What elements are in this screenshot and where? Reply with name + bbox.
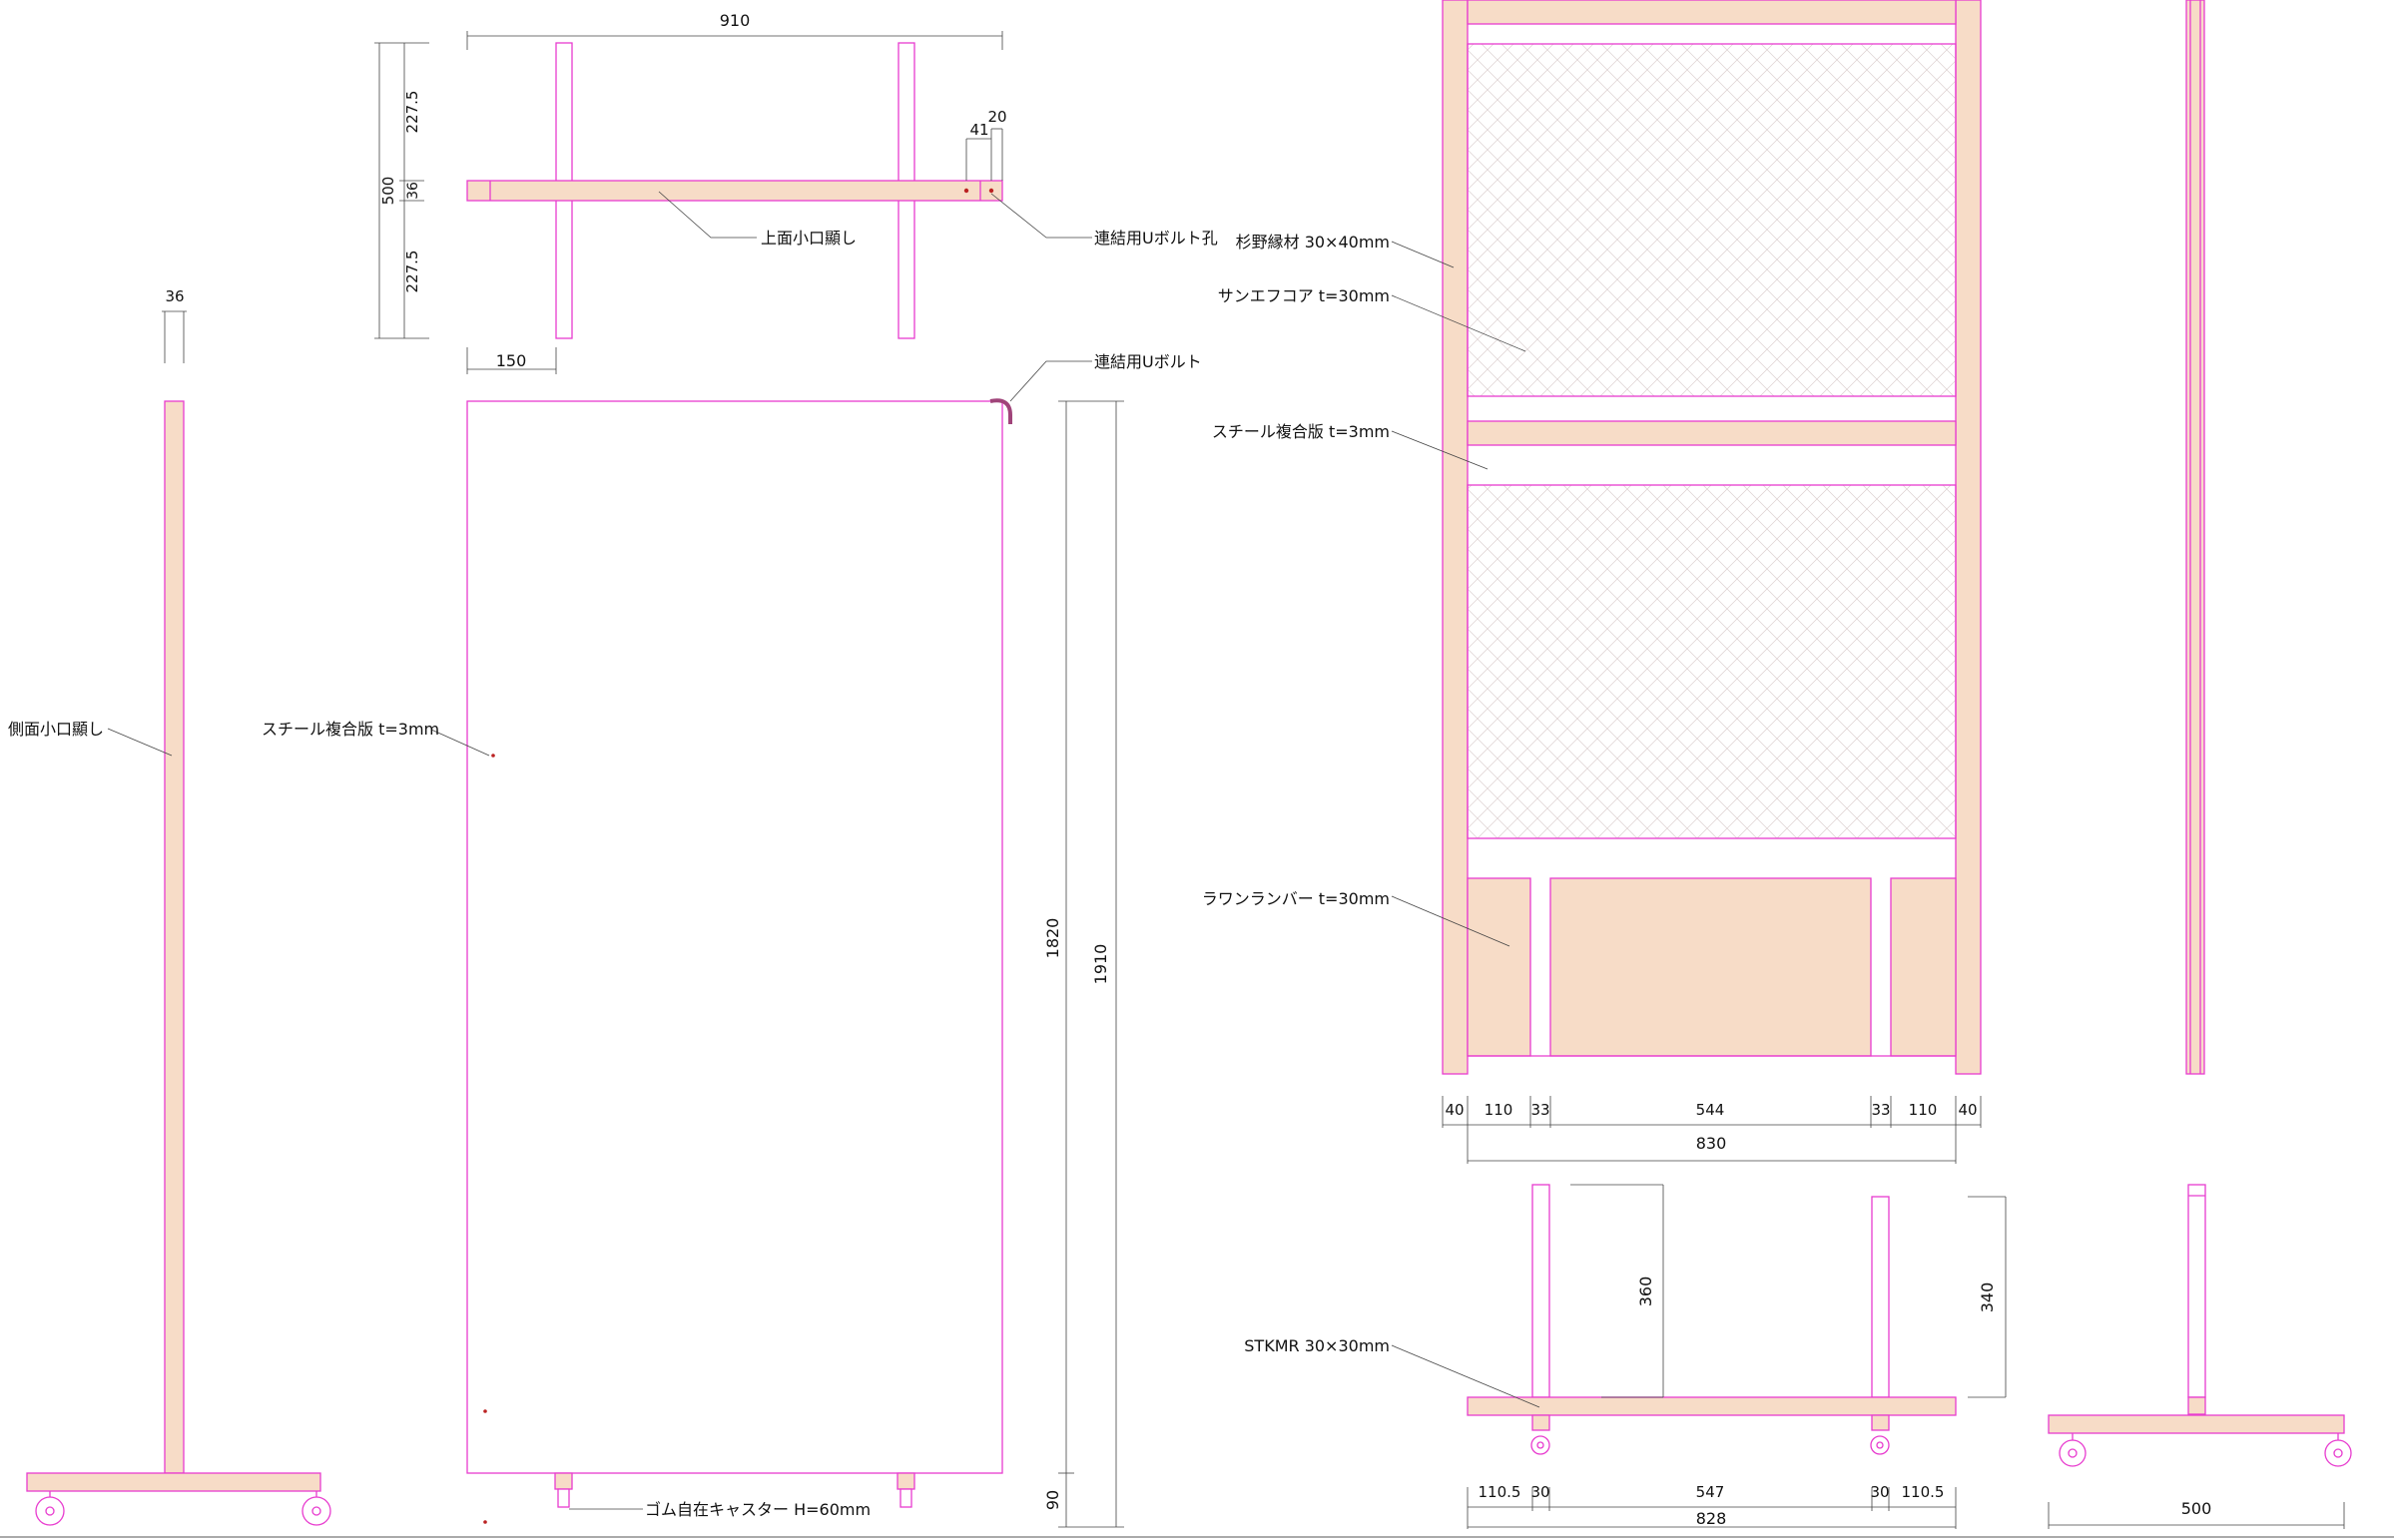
base-beam: [1467, 1396, 1957, 1416]
label-side-edge: 側面小口顯し: [8, 720, 104, 739]
lauan-block-center: [1549, 877, 1872, 1057]
dim-frame-w4: 33: [1871, 1101, 1890, 1119]
dim-caster-height: 90: [1043, 1490, 1062, 1510]
base-side-post: [2187, 1184, 2206, 1398]
base-side-caster-left: [2059, 1439, 2087, 1467]
base-side-caster-right: [2324, 1439, 2352, 1467]
frame-side-panel: [2185, 0, 2205, 1075]
dim-base-w3: 30: [1870, 1483, 1889, 1501]
front-view-dimensions: [430, 360, 1124, 1528]
base-side-view: [2048, 1184, 2352, 1467]
top-panel-plan: [466, 180, 1003, 202]
lauan-block-right: [1890, 877, 1957, 1057]
label-core: サンエフコア t=30mm: [1218, 286, 1390, 305]
dim-panel-height: 1820: [1043, 918, 1062, 959]
top-view-dimensions: [374, 31, 1092, 374]
frame-top-rail: [1467, 0, 1957, 25]
base-post-right: [1871, 1196, 1890, 1398]
dim-frame-inner: 830: [1696, 1134, 1727, 1153]
dim-base-w0: 110.5: [1479, 1483, 1521, 1501]
base-caster-right: [1870, 1435, 1890, 1455]
dim-base-side-depth: 500: [2181, 1499, 2212, 1518]
dim-frame-w3: 544: [1696, 1101, 1725, 1119]
base-side-beam: [2048, 1414, 2345, 1434]
caster-wheel-left: [35, 1496, 65, 1526]
u-bolt-shape: [989, 398, 1012, 424]
top-view: [466, 42, 1003, 339]
label-u-bolt: 連結用Uボルト: [1094, 352, 1202, 371]
core-panel-upper: [1467, 43, 1957, 397]
label-bolt-hole: 連結用Uボルト孔: [1094, 229, 1218, 248]
bolt-hole-dot-1: [963, 188, 969, 194]
base-view: [1467, 1184, 1957, 1455]
dim-post-left-height: 360: [1636, 1277, 1655, 1307]
caster-left-mount: [554, 1472, 573, 1490]
dim-frame-w6: 40: [1958, 1101, 1977, 1119]
label-front-steel: スチール複合版 t=3mm: [262, 720, 439, 739]
side-thickness-dimension: [162, 310, 187, 363]
side-thickness-label: 36: [165, 287, 184, 305]
bolt-hole-dot-2: [988, 188, 994, 194]
dim-base-total: 828: [1696, 1509, 1727, 1528]
lauan-block-left: [1467, 877, 1531, 1057]
label-caster: ゴム自在キャスター H=60mm: [645, 1500, 871, 1519]
dim-depth-total: 500: [379, 177, 397, 206]
label-stkmr: STKMR 30×30mm: [1244, 1336, 1390, 1355]
frame-mid-rail: [1467, 420, 1957, 446]
caster-wheel-right: [301, 1496, 331, 1526]
leader-side-edge: [107, 728, 173, 757]
dim-frame-w5: 110: [1909, 1101, 1938, 1119]
front-view: [466, 400, 1003, 1508]
label-top-edge: 上面小口顯し: [761, 229, 857, 248]
base-caster-left: [1530, 1435, 1550, 1455]
dim-frame-w0: 40: [1445, 1101, 1464, 1119]
caster-right-mount: [897, 1472, 915, 1490]
frame-view-dimensions: [1391, 241, 1982, 1164]
dim-frame-w1: 110: [1485, 1101, 1513, 1119]
dim-total-height: 1910: [1091, 944, 1110, 985]
dim-base-w4: 110.5: [1902, 1483, 1945, 1501]
base-view-dimensions: [1391, 1184, 2007, 1529]
caster-right-wheel: [899, 1488, 912, 1508]
caster-left-wheel: [557, 1488, 570, 1508]
dim-depth-back: 227.5: [403, 251, 421, 293]
label-cedar: 杉野縁材 30×40mm: [1236, 233, 1390, 252]
side-view: [26, 400, 331, 1526]
dim-frame-w2: 33: [1530, 1101, 1549, 1119]
label-frame-steel: スチール複合版 t=3mm: [1212, 422, 1390, 441]
dim-base-w2: 547: [1696, 1483, 1725, 1501]
dim-20: 20: [987, 108, 1006, 126]
side-base-bar: [26, 1472, 321, 1492]
dim-leg-offset: 150: [496, 351, 527, 370]
dim-41: 41: [969, 121, 988, 139]
frame-view: [1442, 0, 1982, 1075]
core-panel-lower: [1467, 484, 1957, 839]
frame-stile-left: [1442, 0, 1469, 1075]
base-post-left: [1531, 1184, 1550, 1398]
front-panel: [466, 400, 1003, 1474]
dim-post-right-height: 340: [1978, 1283, 1997, 1313]
label-lauan: ラワンランバー t=30mm: [1202, 889, 1390, 908]
base-side-dimensions: [2048, 1502, 2345, 1529]
dim-thickness: 36: [405, 182, 421, 200]
dim-overall-width: 910: [720, 11, 751, 30]
side-panel: [164, 400, 185, 1474]
dim-depth-front: 227.5: [403, 91, 421, 134]
dim-base-w1: 30: [1530, 1483, 1549, 1501]
frame-stile-right: [1955, 0, 1982, 1075]
frame-side-view: [2185, 0, 2205, 1075]
